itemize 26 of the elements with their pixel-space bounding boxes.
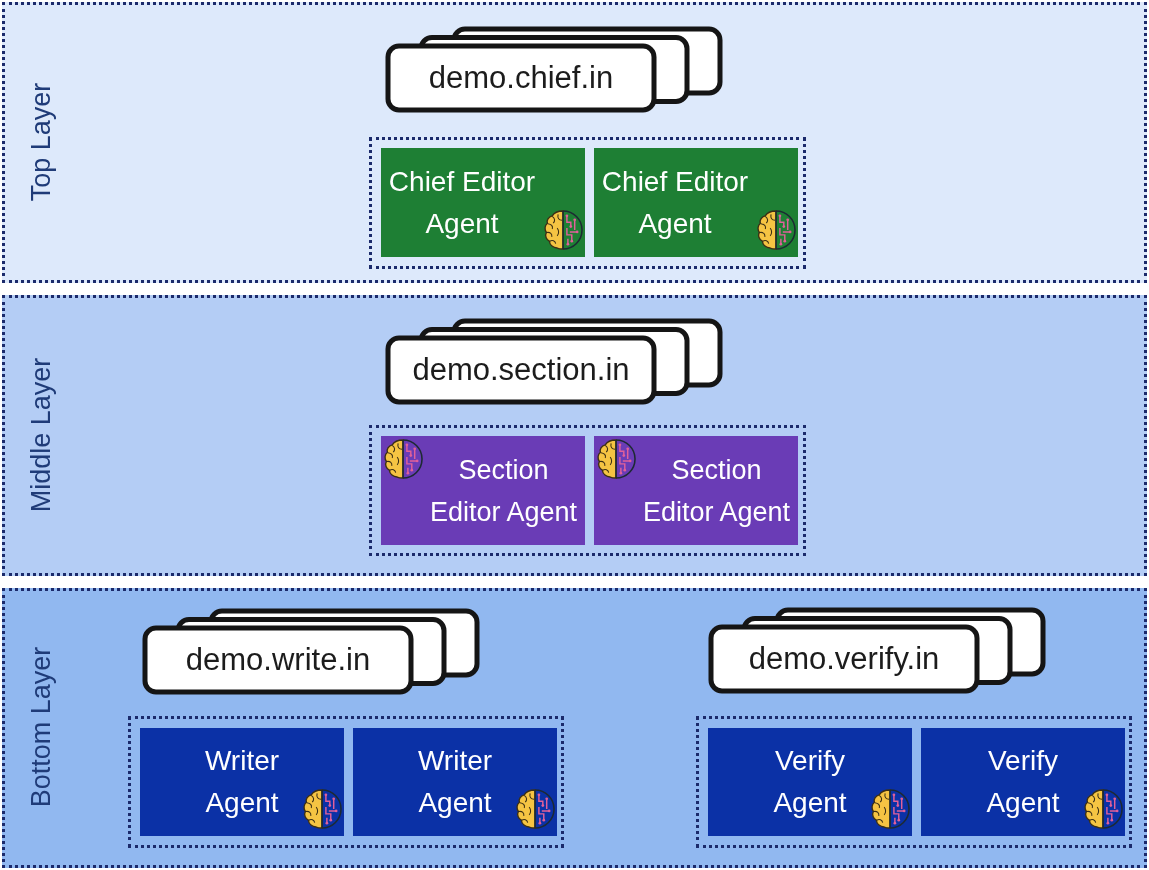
agent-name: Writer Agent [416, 744, 494, 820]
dotted-group-frame [696, 716, 1132, 848]
agent-name: Section Editor Agent [641, 453, 792, 529]
agent-box [708, 728, 912, 836]
layer-title: Bottom Layer [25, 646, 57, 808]
agent-box [594, 148, 798, 257]
agent-name: Verify Agent [772, 744, 848, 820]
agent-box [381, 436, 585, 545]
layer-band [2, 295, 1147, 576]
agent-name: Writer Agent [203, 744, 281, 820]
layer-band [2, 2, 1147, 283]
agent-box [353, 728, 557, 836]
dotted-group-frame [369, 425, 806, 556]
dotted-group-frame [128, 716, 564, 848]
layer-band [2, 588, 1147, 868]
agent-box [921, 728, 1125, 836]
agent-name: Chief Editor Agent [387, 164, 537, 241]
agent-name: Section Editor Agent [428, 453, 579, 529]
agent-box [140, 728, 344, 836]
dotted-group-frame [369, 137, 806, 269]
agent-box [381, 148, 585, 257]
layer-title: Middle Layer [25, 357, 57, 512]
layer-title: Top Layer [25, 82, 57, 201]
agent-name: Verify Agent [985, 744, 1061, 820]
agent-name: Chief Editor Agent [600, 164, 750, 241]
agent-box [594, 436, 798, 545]
